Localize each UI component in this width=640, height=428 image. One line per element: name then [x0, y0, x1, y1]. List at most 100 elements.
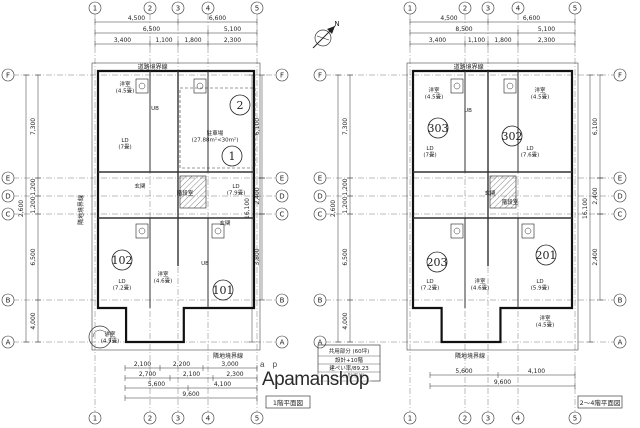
- plan-caption-box: [577, 395, 623, 409]
- grid-bubble-right-B: [275, 293, 289, 307]
- grid-bubble-bottom-3-label: 3: [176, 414, 180, 422]
- room-label: LD(7畳): [118, 138, 131, 151]
- grid-bubble-top-1-label: 1: [93, 4, 97, 12]
- room-label: 階段室: [177, 189, 194, 197]
- grid-bubble-bottom-5: [250, 411, 264, 425]
- info-line-0: 設計+10階: [335, 356, 364, 364]
- room-number-2: 2: [237, 99, 244, 112]
- bicycle-circle: [88, 325, 112, 349]
- grid-bubble-bottom-4: [511, 411, 525, 425]
- room-label: 駐車場(27.88m²<30m²): [192, 129, 239, 144]
- info-table: [317, 344, 381, 382]
- grid-bubble-right-C-label: C: [618, 210, 623, 218]
- bath-fixture-0: [135, 78, 149, 94]
- dim-top-3-label: 2,300: [538, 37, 555, 44]
- room-number-102: 102: [112, 254, 133, 267]
- bath-fixture-1: [503, 78, 517, 94]
- fixture-bowl-1: [196, 82, 204, 90]
- room-label: LD(7.2畳): [113, 279, 132, 292]
- dim-top-3-label: 1,800: [494, 37, 511, 44]
- dim-top-3-label: 1,800: [184, 37, 201, 44]
- room-number-302: 302: [502, 130, 523, 143]
- dim-top-3-label: 1,100: [468, 37, 485, 44]
- grid-bubble-top-2-label: 2: [148, 4, 152, 12]
- dim-bottom-1-label: 2,100: [134, 361, 151, 368]
- grid-bubble-bottom-4: [201, 411, 215, 425]
- dim-top-2-label: 5,100: [224, 26, 241, 33]
- dim-top-3-label: 1,100: [155, 37, 172, 44]
- grid-bubble-left-D: [313, 189, 327, 203]
- grid-bubble-bottom-4-label: 4: [516, 414, 521, 422]
- room-label: UB: [151, 106, 159, 112]
- grid-bubble-right-D: [275, 189, 289, 203]
- grid-bubble-right-E-label: E: [618, 174, 622, 182]
- grid-bubble-top-3-label: 3: [486, 4, 490, 12]
- plan-caption: 1階平面図: [273, 398, 303, 407]
- grid-bubble-bottom-2-label: 2: [463, 414, 467, 422]
- stair-hall: [489, 175, 517, 209]
- bath-fixture-3: [211, 223, 225, 239]
- grid-bubble-right-E: [613, 171, 627, 185]
- grid-bubble-bottom-2: [458, 411, 472, 425]
- room-label: 玄関: [134, 182, 146, 190]
- fixture-bowl-3: [214, 227, 222, 235]
- building-outer-wall: [96, 69, 256, 344]
- grid-bubble-right-B-label: B: [618, 296, 623, 304]
- room-label: LD(7.6畳): [521, 146, 540, 159]
- grid-bubble-bottom-1-label: 1: [93, 414, 97, 422]
- grid-bubble-bottom-4-label: 4: [206, 414, 211, 422]
- dim-right-1-label: 6,100: [254, 118, 261, 135]
- grid-bubble-right-B: [613, 293, 627, 307]
- room-label: 洋室(4.5畳): [116, 80, 135, 95]
- room-label: 玄関: [484, 189, 496, 197]
- dim-bottom-1-label: 3,000: [221, 361, 238, 368]
- bath-fixture-2: [135, 223, 149, 239]
- grid-bubble-right-C: [613, 207, 627, 221]
- compass-n-label: N: [334, 20, 339, 28]
- grid-bubble-right-F-label: F: [280, 71, 284, 79]
- grid-bubble-left-B-label: B: [6, 296, 11, 304]
- room-number-circle-0: [111, 249, 133, 271]
- building-outer-wall: [411, 69, 574, 344]
- room-number-303: 303: [428, 122, 449, 135]
- room-label: 階段室: [502, 198, 519, 206]
- dim-right-3-label: 2,400: [592, 248, 599, 265]
- dim-left-label: 1,200: [342, 178, 349, 195]
- plan-caption-box: [265, 395, 311, 409]
- dim-bottom-4-label: 9,600: [182, 391, 199, 398]
- room-label: 洋室(4.5畳): [531, 86, 550, 101]
- room-label: 洋室(4.5畳): [536, 314, 555, 329]
- dim-top-3-label: 3,400: [114, 37, 131, 44]
- grid-bubble-left-A-label: A: [6, 338, 11, 346]
- grid-bubble-left-C: [1, 207, 15, 221]
- dim-top-3-label: 2,300: [224, 37, 241, 44]
- grid-bubble-top-1-label: 1: [408, 4, 412, 12]
- dim-left-label: 7,300: [342, 118, 349, 135]
- dim-left-label: 1,200: [30, 196, 37, 213]
- dim-top-1-label: 6,600: [209, 15, 226, 22]
- grid-bubble-left-F: [1, 68, 15, 82]
- site-boundary: [91, 62, 261, 351]
- room-number-circle-0: [427, 117, 449, 139]
- dim-top-1-label: 4,500: [440, 15, 457, 22]
- dim-left-label: 4,000: [342, 312, 349, 329]
- grid-bubble-top-2: [143, 1, 157, 15]
- grid-bubble-bottom-5-label: 5: [573, 414, 577, 422]
- info-title: 共用部分 (60坪): [329, 347, 370, 355]
- room-label: LD(7.9畳): [227, 184, 246, 197]
- dim-left-label: 7,300: [30, 118, 37, 135]
- dim-right-1-label: 6,100: [592, 118, 599, 135]
- fixture-bowl-2: [453, 227, 461, 235]
- dim-bottom-2-label: 2,100: [183, 371, 200, 378]
- plan-caption: 2～4階平面図: [580, 398, 621, 407]
- grid-bubble-left-B-label: B: [318, 296, 323, 304]
- room-number-101: 101: [213, 284, 234, 297]
- bath-fixture-1: [193, 78, 207, 94]
- bicycle-arc: [92, 329, 108, 338]
- grid-bubble-right-A: [613, 335, 627, 349]
- grid-bubble-top-4: [201, 1, 215, 15]
- room-label: LD(7.2畳): [421, 279, 440, 292]
- info-line-1: 建ぺい率/89.23: [329, 364, 369, 372]
- dim-right-total-label: 16,100: [244, 198, 251, 219]
- grid-bubble-left-E-label: E: [6, 174, 10, 182]
